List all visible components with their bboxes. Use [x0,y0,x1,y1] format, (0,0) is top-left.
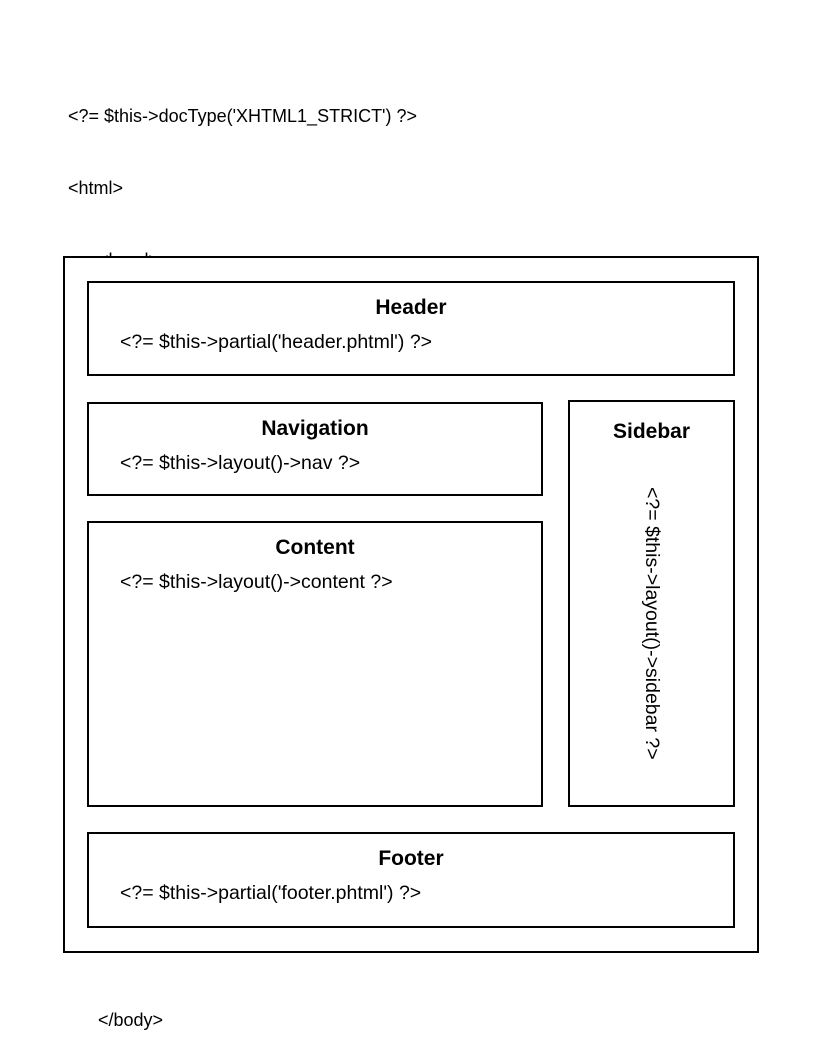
sidebar-vertical-code-wrap: <?= $this->layout()->sidebar ?> [570,450,733,797]
navigation-box-title: Navigation [261,417,369,440]
code-line-body-close: </body> [98,1010,164,1030]
footer-box-title: Footer [378,847,444,870]
navigation-box: Navigation <?= $this->layout()->nav ?> [87,402,543,496]
code-line-doctype: <?= $this->docType('XHTML1_STRICT') ?> [68,106,418,126]
header-box-code: <?= $this->partial('header.phtml') ?> [120,331,433,353]
footer-box: Footer <?= $this->partial('footer.phtml'… [87,832,735,928]
sidebar-box: Sidebar <?= $this->layout()->sidebar ?> [568,400,735,807]
bottom-code-block: </body> </html> [68,960,163,1056]
content-box: Content <?= $this->layout()->content ?> [87,521,543,807]
content-box-code: <?= $this->layout()->content ?> [120,571,393,593]
navigation-box-code: <?= $this->layout()->nav ?> [120,452,361,474]
footer-box-code: <?= $this->partial('footer.phtml') ?> [120,882,422,904]
header-box: Header <?= $this->partial('header.phtml'… [87,281,735,376]
header-box-title: Header [375,296,447,319]
content-box-title: Content [275,536,355,559]
body-layout-box: Header <?= $this->partial('header.phtml'… [63,256,759,953]
sidebar-box-code: <?= $this->layout()->sidebar ?> [641,487,663,760]
code-line-html-open: <html> [68,178,124,198]
sidebar-box-title: Sidebar [612,420,691,443]
